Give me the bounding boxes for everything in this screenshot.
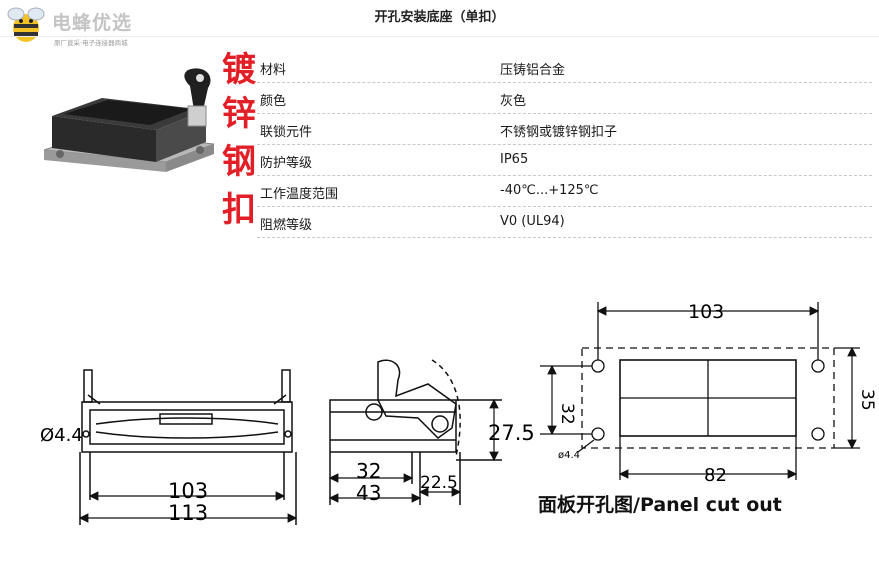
spec-row-color: 颜色 灰色 [257, 83, 872, 114]
spec-row-protection: 防护等级 IP65 [257, 145, 872, 176]
panel-dimension-lines [547, 306, 857, 479]
red-char-2: 锌 [222, 94, 256, 134]
panel-width-label: 103 [688, 301, 724, 323]
front-hole-label: Ø4.4 [40, 425, 83, 446]
spec-label: 联锁元件 [260, 125, 313, 140]
front-dimension-lines [78, 491, 298, 523]
spec-row-interlock: 联锁元件 不锈钢或镀锌钢扣子 [257, 114, 872, 145]
side-height-label: 27.5 [488, 421, 535, 445]
side-dim-22-5: 22.5 [420, 473, 458, 493]
spec-row-flame: 阻燃等级 V0 (UL94) [257, 207, 872, 238]
panel-inner-width-label: 82 [704, 465, 727, 486]
bee-icon [7, 7, 45, 42]
technical-drawings: Ø4.4 103 113 27.5 32 43 22.5 [40, 301, 877, 525]
front-view-drawing [79, 369, 297, 525]
spec-row-temperature: 工作温度范围 -40℃...+125℃ [257, 176, 872, 207]
spec-row-material: 材料 压铸铝合金 [257, 52, 872, 83]
header-divider [0, 36, 879, 37]
page-title: 开孔安装底座（单扣） [374, 10, 505, 25]
product-image [43, 68, 215, 172]
spec-value: 压铸铝合金 [500, 63, 566, 78]
spec-label: 防护等级 [260, 156, 313, 171]
side-dim-43: 43 [356, 481, 381, 505]
spec-value: 灰色 [500, 94, 527, 109]
side-dim-32: 32 [356, 459, 381, 483]
spec-label: 颜色 [260, 94, 287, 109]
spec-value: V0 (UL94) [500, 214, 565, 229]
spec-label: 材料 [260, 63, 287, 78]
red-char-3: 钢 [222, 142, 256, 182]
panel-inner-height-label: 32 [557, 403, 577, 425]
spec-value: 不锈钢或镀锌钢扣子 [500, 125, 618, 140]
logo-tagline: 原厂直采·电子连接器商城 [54, 39, 128, 47]
panel-outer-height-label: 35 [857, 389, 877, 411]
panel-cutout-drawing [540, 302, 860, 480]
brand-logo [2, 2, 162, 48]
front-inner-width: 103 [168, 479, 208, 503]
spec-value: IP65 [500, 152, 529, 167]
front-outer-width: 113 [168, 501, 208, 525]
red-char-4: 扣 [222, 190, 256, 230]
spec-value: -40℃...+125℃ [500, 183, 599, 198]
side-dimension-lines [328, 398, 499, 503]
spec-label: 阻燃等级 [260, 218, 313, 233]
logo-name: 电蜂优选 [52, 12, 133, 34]
panel-hole-label: ø4.4 [558, 450, 580, 461]
panel-cutout-caption: 面板开孔图/Panel cut out [538, 494, 782, 516]
spec-label: 工作温度范围 [260, 187, 339, 202]
red-char-1: 镀 [222, 50, 256, 90]
